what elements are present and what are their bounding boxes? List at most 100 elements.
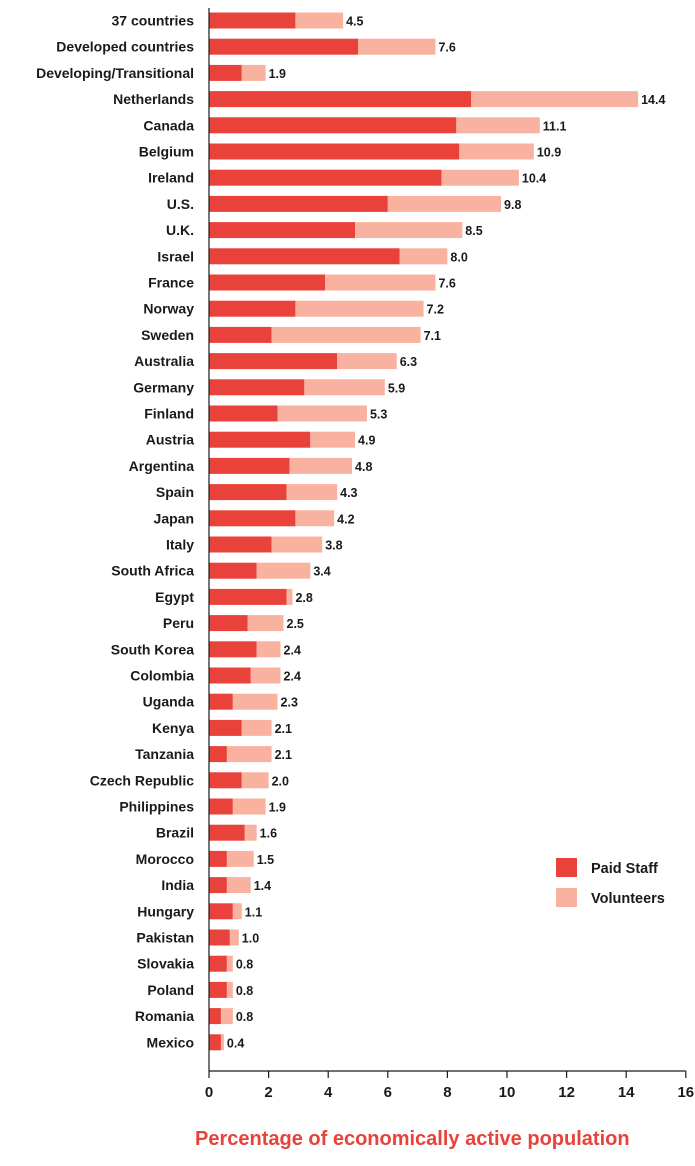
bar-volunteers — [247, 615, 284, 632]
bar-volunteers — [358, 38, 436, 55]
bar-volunteers — [399, 248, 448, 265]
total-value-labels: 4.57.61.914.411.110.910.49.88.58.07.67.2… — [227, 15, 666, 1051]
bar-volunteers — [220, 1034, 224, 1051]
total-value-label: 2.1 — [275, 748, 292, 762]
category-label: Germany — [133, 379, 194, 395]
x-tick-label: 14 — [618, 1084, 635, 1101]
bar-paid-staff — [209, 169, 442, 186]
category-label: Uganda — [143, 694, 195, 710]
bar-volunteers — [226, 877, 251, 894]
bar-paid-staff — [209, 143, 460, 160]
bar-volunteers — [459, 143, 534, 160]
bar-volunteers — [295, 510, 335, 527]
total-value-label: 10.9 — [537, 146, 561, 160]
category-label: Israel — [157, 248, 194, 264]
total-value-label: 2.8 — [295, 591, 312, 605]
bar-paid-staff — [209, 38, 358, 55]
bar-volunteers — [277, 405, 367, 422]
category-label: 37 countries — [112, 13, 195, 29]
category-label: Czech Republic — [90, 772, 194, 788]
bar-paid-staff — [209, 326, 272, 343]
total-value-label: 1.0 — [242, 932, 259, 946]
bar-volunteers — [304, 379, 385, 396]
bar-volunteers — [325, 274, 436, 291]
total-value-label: 2.4 — [284, 670, 301, 684]
bar-paid-staff — [209, 615, 248, 632]
x-tick-label: 8 — [443, 1084, 451, 1101]
total-value-label: 1.9 — [269, 801, 286, 815]
bar-volunteers — [226, 850, 254, 867]
bar-paid-staff — [209, 405, 278, 422]
category-label: Hungary — [137, 903, 194, 919]
bar-paid-staff — [209, 693, 233, 710]
total-value-label: 5.3 — [370, 408, 387, 422]
bar-volunteers — [295, 12, 344, 29]
category-label: Australia — [134, 353, 194, 369]
bar-volunteers — [456, 117, 540, 134]
total-value-label: 0.4 — [227, 1036, 244, 1050]
total-value-label: 2.1 — [275, 722, 292, 736]
total-value-label: 3.8 — [325, 539, 342, 553]
bar-paid-staff — [209, 719, 242, 736]
bar-volunteers — [337, 353, 397, 370]
bar-volunteers — [310, 431, 356, 448]
total-value-label: 1.1 — [245, 905, 262, 919]
bar-paid-staff — [209, 903, 233, 920]
category-label: Finland — [144, 406, 194, 422]
total-value-label: 2.3 — [281, 696, 298, 710]
total-value-label: 4.3 — [340, 486, 357, 500]
category-label: Colombia — [130, 668, 194, 684]
bar-volunteers — [441, 169, 519, 186]
bar-volunteers — [229, 929, 239, 946]
legend-swatch — [556, 888, 577, 907]
category-label: Developing/Transitional — [36, 65, 194, 81]
total-value-label: 2.5 — [287, 617, 304, 631]
bar-paid-staff — [209, 772, 242, 789]
bar-paid-staff — [209, 510, 296, 527]
category-label: Egypt — [155, 589, 194, 605]
total-value-label: 0.8 — [236, 958, 253, 972]
total-value-label: 1.4 — [254, 879, 271, 893]
bar-volunteers — [241, 719, 272, 736]
bar-paid-staff — [209, 955, 227, 972]
x-tick-label: 0 — [205, 1084, 213, 1101]
category-label: Philippines — [119, 799, 194, 815]
bar-paid-staff — [209, 379, 305, 396]
bar-volunteers — [226, 955, 233, 972]
category-label: India — [161, 877, 194, 893]
bar-paid-staff — [209, 274, 326, 291]
total-value-label: 14.4 — [641, 93, 665, 107]
category-label: South Korea — [111, 641, 194, 657]
category-label: Sweden — [141, 327, 194, 343]
total-value-label: 5.9 — [388, 381, 405, 395]
bar-volunteers — [232, 798, 266, 815]
total-value-label: 7.1 — [424, 329, 441, 343]
category-label: Norway — [143, 301, 194, 317]
total-value-label: 9.8 — [504, 198, 521, 212]
category-label: Peru — [163, 615, 194, 631]
total-value-label: 7.2 — [427, 303, 444, 317]
bar-paid-staff — [209, 877, 227, 894]
category-label: Brazil — [156, 825, 194, 841]
category-label: Slovakia — [137, 956, 194, 972]
total-value-label: 11.1 — [543, 119, 567, 133]
total-value-label: 4.5 — [346, 15, 363, 29]
category-label: Mexico — [147, 1034, 194, 1050]
category-label: Netherlands — [113, 91, 194, 107]
bar-paid-staff — [209, 641, 257, 658]
bar-volunteers — [471, 91, 639, 108]
bar-volunteers — [387, 195, 502, 212]
category-label: Japan — [154, 510, 194, 526]
bar-volunteers — [241, 772, 269, 789]
category-label: Poland — [147, 982, 194, 998]
x-tick-label: 6 — [384, 1084, 392, 1101]
x-tick-label: 10 — [499, 1084, 516, 1101]
total-value-label: 2.0 — [272, 774, 289, 788]
bar-paid-staff — [209, 850, 227, 867]
legend-swatch — [556, 858, 577, 877]
total-value-label: 8.0 — [450, 250, 467, 264]
x-tick-label: 16 — [677, 1084, 694, 1101]
bar-volunteers — [271, 326, 421, 343]
category-label: Tanzania — [135, 746, 194, 762]
